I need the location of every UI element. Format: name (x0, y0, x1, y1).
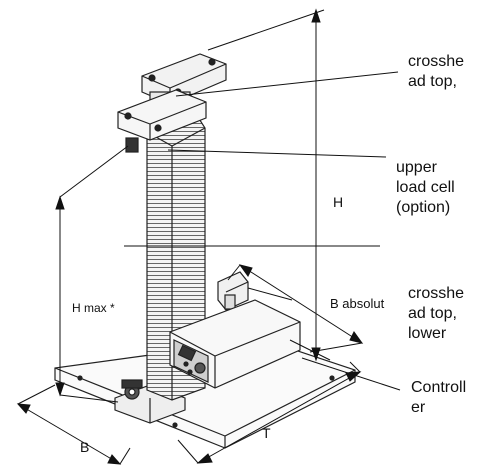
lower-crosshead (217, 271, 249, 311)
dim-label-b: B (80, 439, 89, 455)
callout-upper-load-cell: upper load cell (option) (396, 159, 455, 216)
dim-label-h-max: H max * (72, 301, 115, 315)
controller-unit (169, 299, 301, 389)
dim-label-b-absolut: B absolut (330, 296, 385, 311)
callout-crosshead-top: crosshe ad top, (408, 53, 465, 90)
callout-crosshead-lower: crosshe ad top, lower (408, 285, 465, 342)
callout-controller: Controll er (411, 379, 467, 416)
dimension-lines (16, 8, 401, 465)
dim-label-h: H (333, 194, 343, 210)
dim-label-t: T (262, 425, 271, 441)
top-crosshead (117, 53, 227, 153)
